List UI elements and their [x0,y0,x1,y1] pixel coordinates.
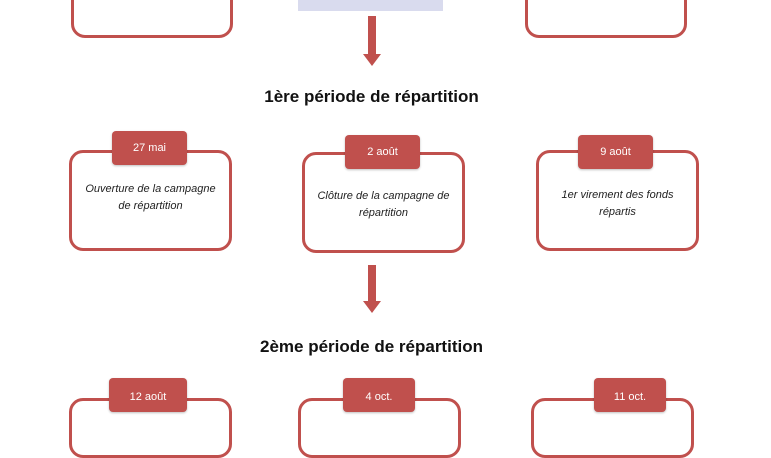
date-badge-2-1: 12 août [109,378,187,412]
step-card-1-1: Ouverture de la campagne de répartition [69,150,232,251]
section-title-2: 2ème période de répartition [260,337,483,356]
top-left-card [71,0,233,38]
arrow-down-1 [363,16,381,66]
date-badge-1-2: 2 août [345,135,420,169]
top-center-box [298,0,443,11]
step-description: Ouverture de la campagne de répartition [85,183,216,212]
date-badge-1-1: 27 mai [112,131,187,165]
top-right-card [525,0,687,38]
arrow-down-2 [363,265,381,313]
step-description: Clôture de la campagne de répartition [317,190,450,219]
date-badge-2-3: 11 oct. [594,378,666,412]
step-description: 1er virement des fonds répartis [561,189,674,218]
date-badge-2-2: 4 oct. [343,378,415,412]
section-title-1: 1ère période de répartition [264,87,479,106]
date-badge-1-3: 9 août [578,135,653,169]
